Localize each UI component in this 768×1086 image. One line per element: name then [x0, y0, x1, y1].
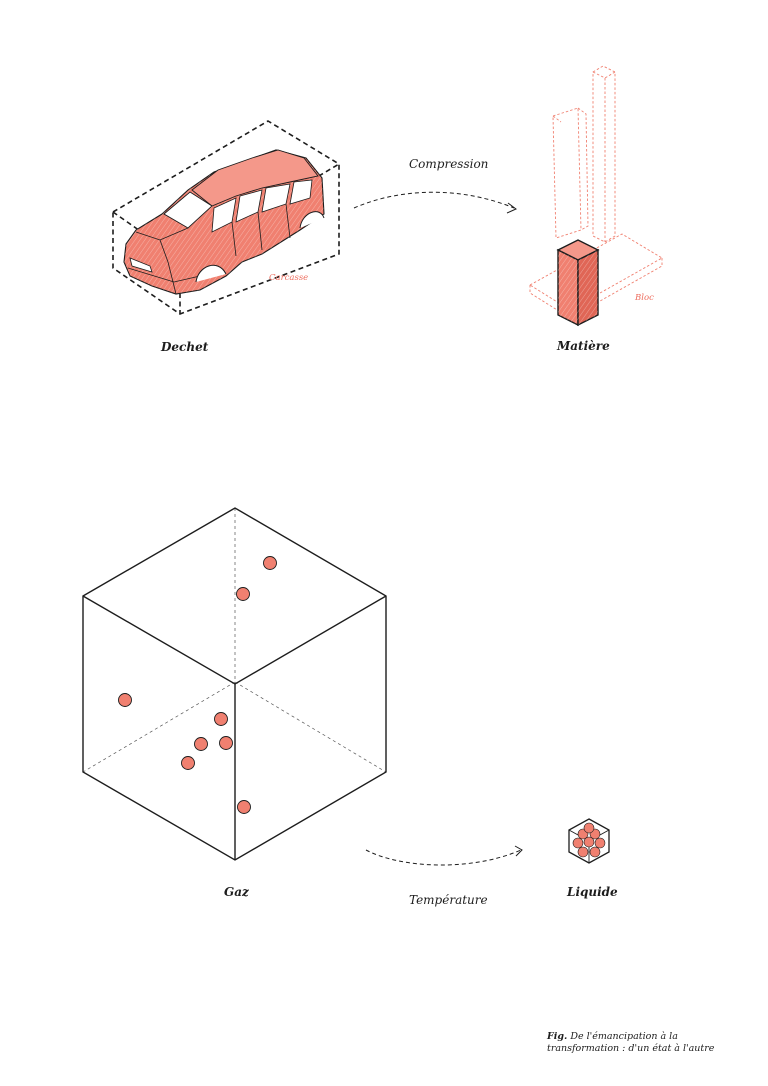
- caption-line1: De l'émancipation à la: [570, 1031, 678, 1042]
- label-matiere: Matière: [557, 339, 610, 353]
- label-compression: Compression: [409, 157, 489, 171]
- label-liquide: Liquide: [567, 885, 618, 899]
- caption-prefix: Fig.: [547, 1031, 568, 1042]
- gas-cube-icon: [82, 507, 387, 861]
- temperature-arrow-icon: [365, 845, 523, 866]
- figure-caption: Fig. De l'émancipation à la transformati…: [547, 1031, 747, 1055]
- compressed-block-icon: [529, 65, 663, 327]
- label-gaz: Gaz: [224, 885, 249, 899]
- label-temperature: Température: [409, 893, 488, 907]
- label-bloc: Bloc: [635, 293, 654, 303]
- car-icon: [112, 120, 340, 315]
- caption-line2: transformation : d'un état à l'autre: [547, 1043, 715, 1054]
- compression-arrow-icon: [353, 191, 517, 214]
- liquid-cube-icon: [568, 818, 610, 864]
- label-dechet: Dechet: [161, 340, 209, 354]
- label-carcasse: Carcasse: [269, 273, 309, 283]
